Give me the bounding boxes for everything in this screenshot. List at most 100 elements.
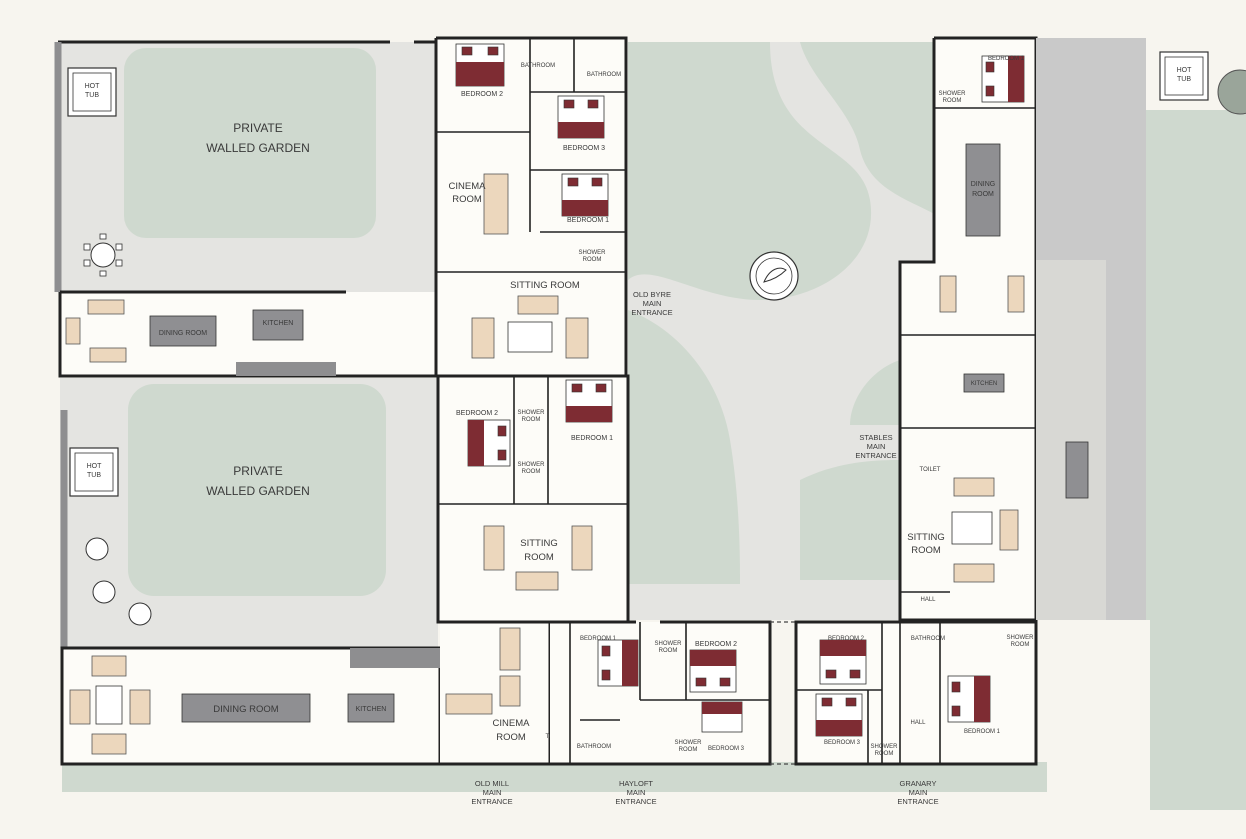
room-label: ROOM [679,747,698,753]
room-label: BATHROOM [521,63,555,69]
dining-table [181,693,311,723]
bed [455,43,505,87]
room-label: SHOWER [579,250,607,256]
old-byre-internal-walls [436,38,626,273]
bed [557,95,605,139]
room-label: DINING [971,181,996,188]
room-label: CINEMA [493,718,531,729]
bed [819,639,867,685]
dining-table [149,315,217,347]
room-label: BEDROOM 1 [964,729,1001,735]
room-label: BEDROOM 2 [828,636,865,642]
sofa [499,627,521,671]
granary-walls [794,620,1038,766]
entrance-label: ENTRANCE [855,451,896,460]
sofa [499,675,521,707]
room-label: CINEMA [449,181,487,192]
bed [565,379,613,423]
fountain [749,251,799,301]
middle-block-internal-walls [438,376,628,505]
sofa [89,347,127,363]
room-label: ROOM [522,469,541,475]
hot-tub-left-top: HOT TUB [67,67,117,117]
room-label: DINING ROOM [159,330,207,337]
tree [1217,69,1246,115]
entrance-label: MAIN [867,442,886,451]
entrance-label: MAIN [643,299,662,308]
garden-label: WALLED GARDEN [206,484,310,498]
patio-table [83,233,123,277]
courtyard-lawn-bottom [800,460,900,580]
room-label: HALL [920,597,936,603]
sofa [471,317,495,359]
entrance-label: ENTRANCE [471,797,512,806]
room-label: ROOM [522,417,541,423]
sofa [565,317,589,359]
courtyard-lawn-right [800,42,936,215]
courtyard-lawn-small [850,360,900,425]
sofa [517,295,559,315]
room-label: TOILET [920,467,941,473]
entrance-label: MAIN [909,788,928,797]
lawn-top [124,48,376,238]
right-lawn-lower [1150,620,1246,810]
sofa [1007,275,1025,313]
room-label: SHOWER [1007,635,1035,641]
room-label: BEDROOM 1 [567,217,609,224]
entrance-label: MAIN [627,788,646,797]
bed [467,419,511,467]
kitchen-island [347,693,395,723]
room-label: KITCHEN [971,381,997,387]
sofa [91,655,127,677]
old-mill [440,622,550,764]
kitchen-island [252,309,304,341]
room-label: BATHROOM [587,72,621,78]
hot-tub-left-bottom: HOT TUB [69,447,119,497]
entrance-label: ENTRANCE [631,308,672,317]
hot-tub-label: HOT [1177,67,1193,74]
room-label: BEDROOM 1 [571,435,613,442]
dining-table [965,143,1001,237]
patio-table [92,580,116,604]
room-label: ROOM [972,191,994,198]
sofa [939,275,957,313]
bed [947,675,991,723]
coffee-table [951,511,993,545]
garden-label: PRIVATE [233,121,283,135]
sofa [953,477,995,497]
room-label: ROOM [583,257,602,263]
room-label: BEDROOM 1 [988,56,1025,62]
sofa [69,689,91,725]
hot-tub-right: HOT TUB [1159,51,1209,101]
sofa [445,693,493,715]
sofa [483,173,509,235]
room-label: BEDROOM 2 [461,91,503,98]
sofa [65,317,81,345]
bed [597,639,639,687]
room-label: SITTING [520,538,557,549]
room-label: BATHROOM [911,636,945,642]
room-label: KITCHEN [263,320,294,327]
room-label: BEDROOM 3 [708,746,745,752]
entrance-label: GRANARY [900,779,937,788]
entrance-label: HAYLOFT [619,779,653,788]
room-label: BEDROOM 3 [563,145,605,152]
bed [689,649,737,693]
entrance-label: MAIN [483,788,502,797]
hayloft [550,622,770,764]
courtyard-lawn-left [628,310,740,584]
room-label: SHOWER [675,740,703,746]
room-label: ROOM [452,194,482,205]
room-label: SHOWER [518,410,546,416]
lawn-bottom [128,384,386,596]
hot-tub-label: HOT [87,463,103,470]
room-label: SHOWER [655,641,683,647]
sofa [91,733,127,755]
room-label: SHOWER [871,744,899,750]
bed [561,173,609,217]
room-label: ROOM [911,545,941,556]
entrance-label: ENTRANCE [897,797,938,806]
hot-tub-label: TUB [87,472,101,479]
patio-table [128,602,152,626]
